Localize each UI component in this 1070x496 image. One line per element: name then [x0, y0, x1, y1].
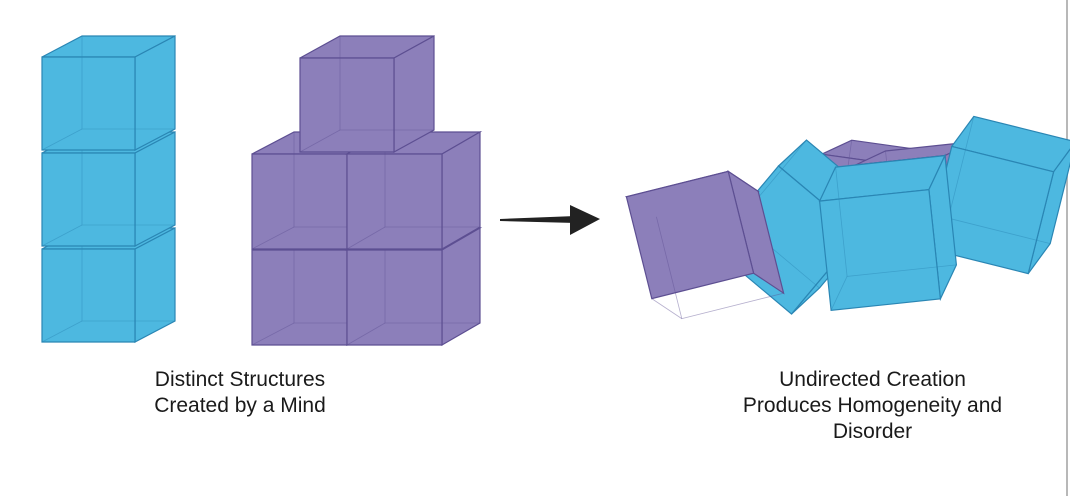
cube-back-edge	[835, 167, 957, 277]
cube-back-edge	[81, 36, 175, 130]
caption-left-line2: Created by a Mind	[154, 394, 326, 417]
cube-back-edge	[41, 320, 83, 343]
caption-right: Undirected Creation Produces Homogeneity…	[700, 367, 1045, 445]
purple-cube-pyramid	[251, 34, 483, 347]
caption-left-line1: Distinct Structures	[154, 368, 326, 391]
arrow-right-icon	[500, 205, 600, 235]
arrow-shaft	[500, 216, 576, 223]
cube-front-face	[346, 249, 443, 346]
cube-front-face	[251, 153, 348, 250]
cube-icon	[624, 170, 785, 320]
cube-back-edge	[651, 298, 682, 319]
cube-back-edge	[81, 132, 175, 226]
cube-back-edge	[251, 226, 295, 250]
blue-cube-stack	[41, 35, 176, 343]
cube-back-edge	[299, 129, 341, 153]
cube-front-face	[41, 152, 136, 247]
frame-border	[1066, 0, 1068, 496]
caption-right-line3: Disorder	[832, 420, 913, 443]
cube-icon	[925, 115, 1070, 275]
caption-right-line1: Undirected Creation	[779, 368, 966, 391]
cube-face	[625, 170, 755, 300]
cube-icon	[344, 130, 483, 251]
disordered-cube-pile	[624, 115, 1070, 320]
cube-back-edge	[384, 132, 480, 228]
cube-icon	[41, 35, 176, 151]
cube-front-face	[41, 248, 136, 343]
cube-back-edge	[339, 36, 434, 131]
cube-back-edge	[41, 224, 83, 247]
caption-right-line2: Produces Homogeneity and	[742, 394, 1003, 417]
cube-front-face	[251, 249, 348, 346]
cube-back-edge	[656, 216, 784, 320]
cube-front-face	[41, 56, 136, 151]
cube-back-edge	[41, 128, 83, 151]
cube-back-edge	[346, 226, 386, 250]
cube-front-face	[299, 57, 395, 153]
cube-front-face	[346, 153, 443, 250]
arrow-head	[570, 205, 600, 235]
cube-back-edge	[81, 228, 175, 322]
caption-left: Distinct Structures Created by a Mind	[90, 367, 390, 419]
cube-face	[818, 188, 942, 312]
cube-back-edge	[346, 322, 386, 346]
cube-back-edge	[251, 322, 295, 346]
cube-back-edge	[830, 276, 848, 311]
cube-icon	[299, 34, 435, 154]
cube-icon	[818, 153, 958, 312]
cube-back-edge	[384, 228, 480, 324]
